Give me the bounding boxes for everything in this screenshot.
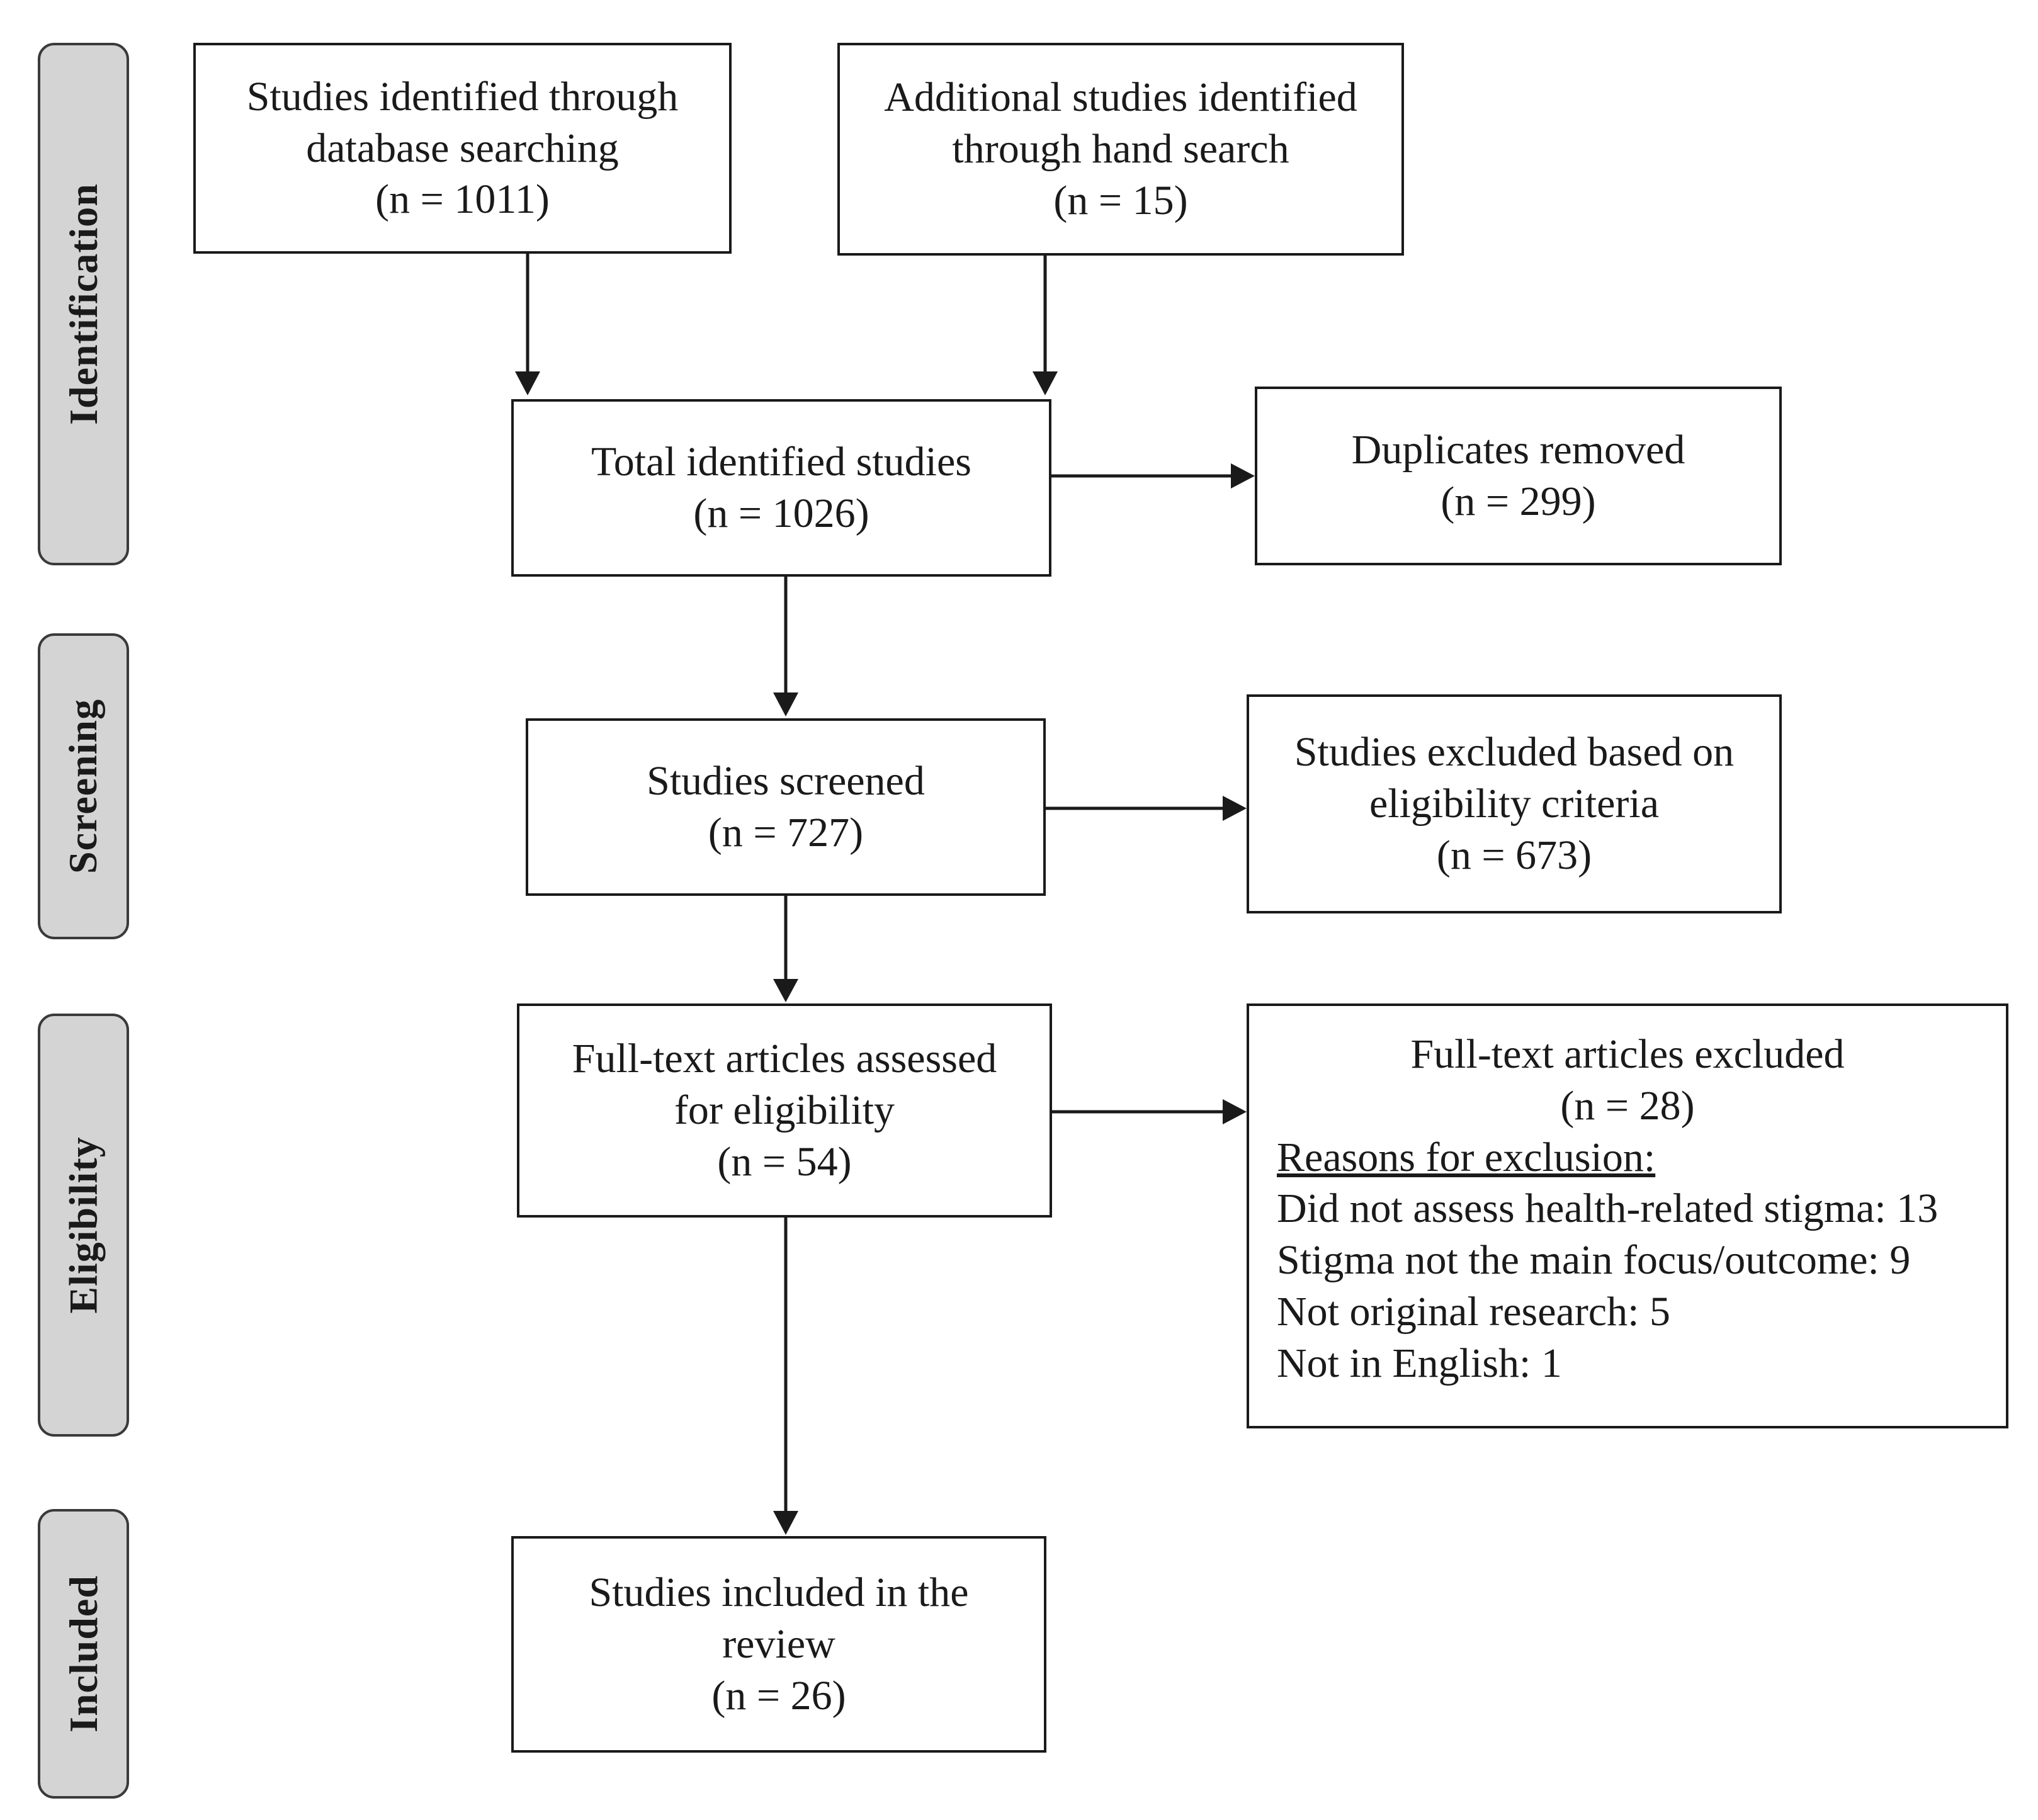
duplicates-removed-box: Duplicates removed (n = 299) [1255,387,1782,565]
database-search-text-1: Studies identified through [246,73,679,120]
arrowhead [1033,371,1058,395]
reasons-heading: Reasons for exclusion: [1277,1134,1656,1180]
total-identified-count: (n = 1026) [693,490,869,536]
reason-item: Not original research: 5 [1277,1289,1670,1335]
fulltext-excluded-box: Full-text articles excluded (n = 28) Rea… [1247,1003,2008,1428]
duplicates-removed-text: Duplicates removed [1351,427,1685,473]
excluded-screening-box: Studies excluded based on eligibility cr… [1247,694,1782,913]
reason-item: Did not assess health-related stigma: 13 [1277,1185,1939,1232]
studies-included-count: (n = 26) [711,1672,846,1719]
studies-screened-count: (n = 727) [708,810,864,856]
studies-included-box: Studies included in the review (n = 26) [511,1536,1046,1753]
studies-screened-box: Studies screened (n = 727) [526,718,1046,896]
studies-included-text-2: review [722,1621,835,1668]
arrowhead [773,979,798,1002]
arrowhead [1223,796,1247,821]
excluded-screening-text-1: Studies excluded based on [1294,729,1735,776]
fulltext-assessed-count: (n = 54) [717,1138,852,1185]
arrowhead [515,371,540,395]
arrowhead [773,1511,798,1535]
studies-included-text-1: Studies included in the [589,1569,969,1616]
hand-search-text-1: Additional studies identified [884,74,1357,121]
reason-item: Stigma not the main focus/outcome: 9 [1277,1237,1911,1284]
database-search-box: Studies identified through database sear… [193,43,732,254]
duplicates-removed-count: (n = 299) [1441,478,1596,524]
fulltext-assessed-text-1: Full-text articles assessed [572,1036,997,1082]
fulltext-excluded-count: (n = 28) [1560,1082,1695,1129]
phase-included: Included [38,1509,129,1799]
database-search-text-2: database searching [306,125,619,171]
total-identified-text: Total identified studies [591,439,971,485]
phase-eligibility: Eligibility [38,1014,129,1437]
fulltext-assessed-box: Full-text articles assessed for eligibil… [517,1003,1052,1218]
reason-item: Not in English: 1 [1277,1340,1562,1386]
hand-search-text-2: through hand search [952,126,1289,172]
arrowhead [1223,1099,1247,1124]
fulltext-excluded-title: Full-text articles excluded [1410,1031,1845,1077]
total-identified-box: Total identified studies (n = 1026) [511,399,1051,577]
excluded-screening-count: (n = 673) [1436,832,1592,878]
fulltext-assessed-text-2: for eligibility [674,1087,895,1134]
excluded-screening-text-2: eligibility criteria [1369,781,1659,827]
phase-identification: Identification [38,43,129,565]
hand-search-count: (n = 15) [1053,177,1188,223]
studies-screened-text: Studies screened [647,758,925,805]
database-search-count: (n = 1011) [375,176,550,223]
phase-screening: Screening [38,633,129,939]
hand-search-box: Additional studies identified through ha… [837,43,1404,256]
arrowhead [1231,463,1255,489]
arrowhead [773,692,798,716]
